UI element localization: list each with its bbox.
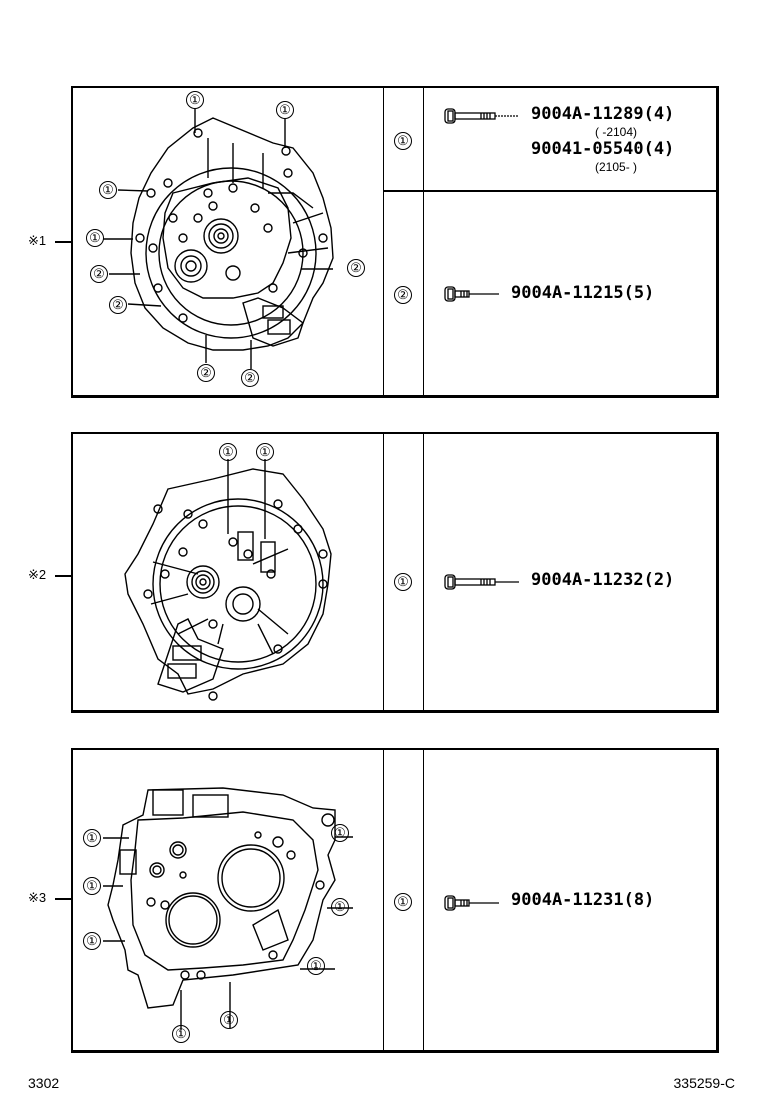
parts-column: 9004A-11289(4) ( -2104) 90041-05540(4) (… [423,88,716,395]
long-flange-bolt-icon [444,574,519,590]
callout-1-bolt: ① [172,1025,190,1043]
callout-2-bolt: ② [241,369,259,387]
section-1-figure: ① ① ① ① ② ② ② ② ② [73,88,384,395]
key-1: ① [394,573,412,591]
section-1-frame: ① ① ① ① ② ② ② ② ② ① ② 9004A-11289(4) ( -… [71,86,719,398]
key-1: ① [394,893,412,911]
part-number[interactable]: 9004A-11231(8) [511,890,655,910]
short-flange-bolt-icon [444,895,499,911]
part-number[interactable]: 9004A-11289(4) [531,104,675,124]
ref-leader-line [55,241,72,243]
callout-2-bolt: ② [197,364,215,382]
key-column: ① ② [383,88,424,395]
callout-2-bolt: ② [347,259,365,277]
parts-column: 9004A-11232(2) [423,434,716,710]
callout-1-bolt: ① [219,443,237,461]
callout-1-bolt: ① [83,932,101,950]
section-3-ref-label: ※3 [28,890,47,905]
long-flange-bolt-icon [444,108,519,124]
applicability-range: ( -2104) [595,125,638,139]
callout-1-bolt: ① [186,91,204,109]
callout-1-bolt: ① [331,898,349,916]
ref-leader-line [55,575,72,577]
section-2-frame: ① ① ① 9004A-11232(2) [71,432,719,713]
key-column: ① [383,750,424,1050]
callout-2-bolt: ② [90,265,108,283]
callout-1-bolt: ① [331,824,349,842]
section-2-ref-label: ※2 [28,567,47,582]
page-code: 3302 [28,1075,60,1091]
callout-1-bolt: ① [220,1011,238,1029]
applicability-range: (2105- ) [595,160,638,174]
housing-drawing-2 [124,459,332,701]
callout-1-bolt: ① [256,443,274,461]
part-number[interactable]: 9004A-11232(2) [531,570,675,590]
callout-2-bolt: ② [109,296,127,314]
section-2-figure: ① ① [73,434,384,710]
section-1-ref-label: ※1 [28,233,47,248]
callout-1-bolt: ① [99,181,117,199]
callout-1-bolt: ① [83,829,101,847]
callout-1-bolt: ① [83,877,101,895]
key-2: ② [394,286,412,304]
parts-column: 9004A-11231(8) [423,750,716,1050]
part-number[interactable]: 90041-05540(4) [531,139,675,159]
key-1: ① [394,132,412,150]
row-divider [383,190,716,192]
callout-1-bolt: ① [276,101,294,119]
illustration-id: 335259-C [673,1075,736,1091]
callout-1-bolt: ① [86,229,104,247]
housing-drawing-1 [103,108,334,369]
callout-1-bolt: ① [307,957,325,975]
part-number[interactable]: 9004A-11215(5) [511,283,655,303]
ref-leader-line [55,898,72,900]
short-flange-bolt-icon [444,286,499,302]
section-3-figure: ① ① ① ① ① ① ① ① [73,750,384,1050]
section-3-frame: ① ① ① ① ① ① ① ① ① 9004A-11231(8) [71,748,719,1053]
key-column: ① [383,434,424,710]
